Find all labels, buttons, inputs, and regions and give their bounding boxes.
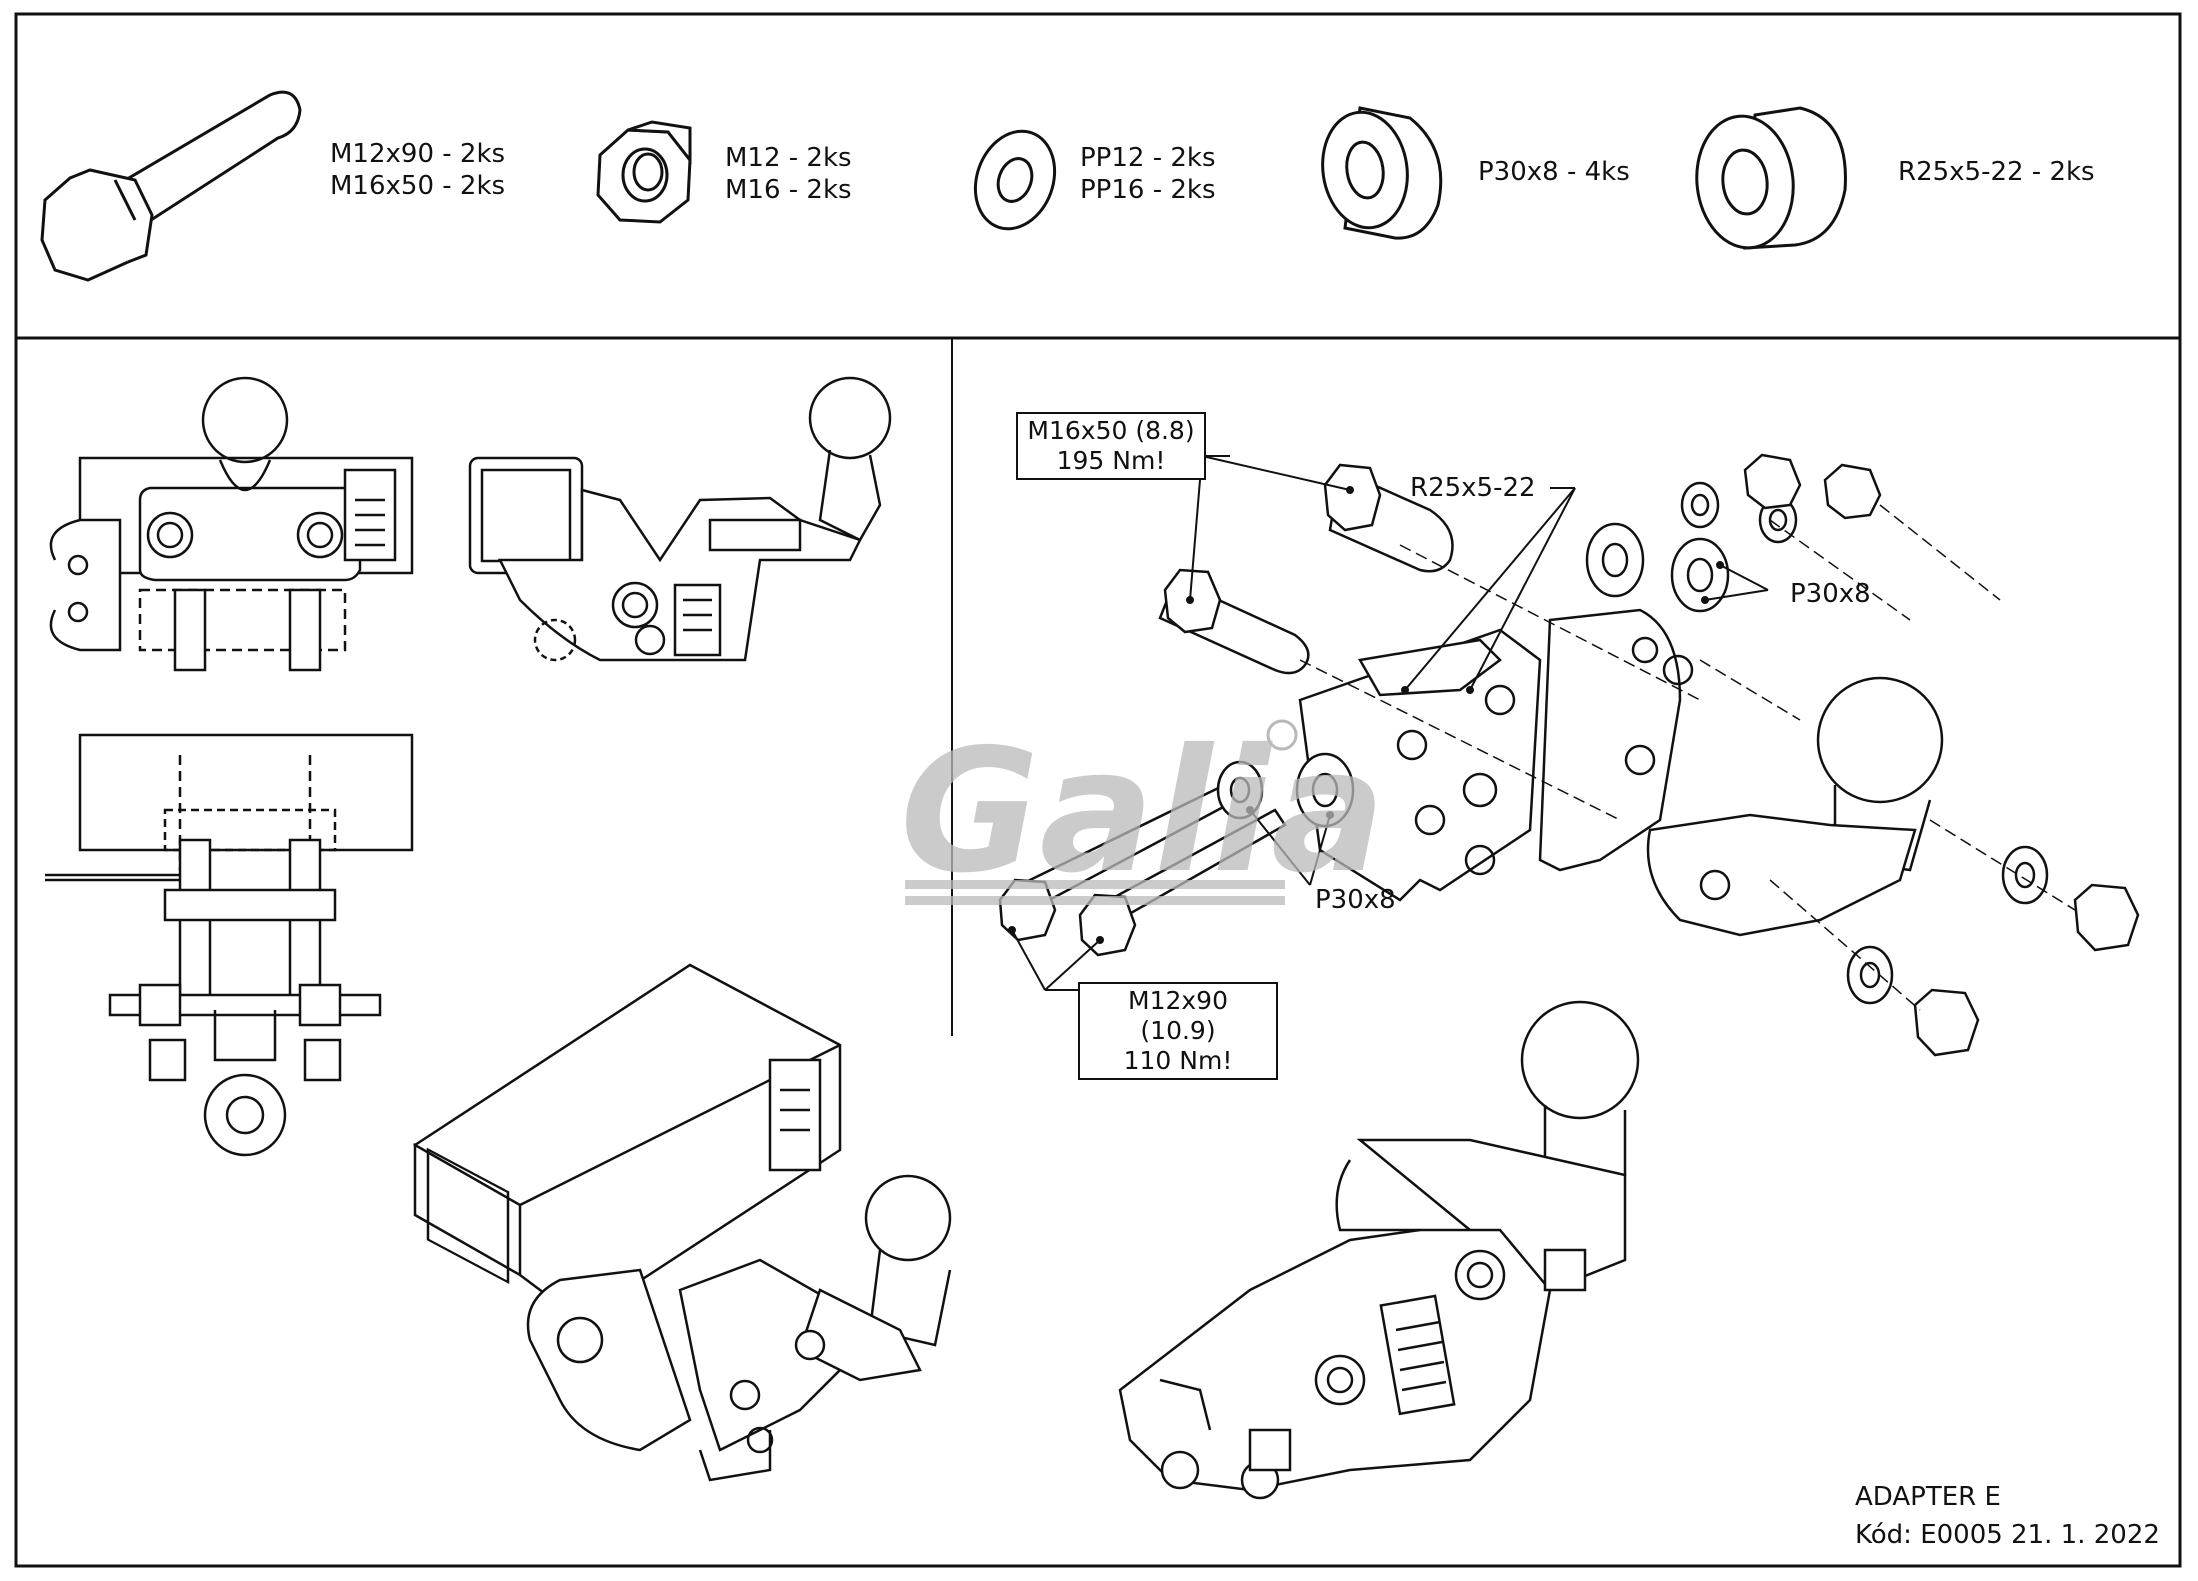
callout-washer-lower: P30x8	[1315, 885, 1396, 915]
rear-view-drawing	[45, 733, 414, 1157]
part-label-spacer: R25x5-22 - 2ks	[1898, 157, 2095, 187]
drawing-frame	[14, 12, 2182, 1568]
hex-nut-icon	[596, 120, 692, 224]
front-view-drawing	[49, 376, 414, 672]
isometric-assembly-left	[413, 963, 952, 1482]
isometric-assembly-right	[1118, 1000, 1640, 1500]
bolt-icon	[40, 90, 302, 282]
thick-washer-icon	[1321, 106, 1443, 240]
side-view-drawing	[468, 376, 892, 662]
callout-bolt-m12: M12x90 (10.9)110 Nm!	[1078, 982, 1278, 1080]
part-label-thick-washers: P30x8 - 4ks	[1478, 157, 1630, 187]
callout-spacer: R25x5-22	[1410, 473, 1536, 503]
callout-washer-upper: P30x8	[1790, 579, 1871, 609]
exploded-view-drawing	[998, 453, 2140, 1057]
callout-bolt-m16: M16x50 (8.8)195 Nm!	[1016, 412, 1206, 480]
spacer-sleeve-icon	[1695, 106, 1847, 250]
callout-leaders	[1008, 455, 1769, 991]
galia-watermark-logo: Galia	[900, 713, 1386, 911]
drawing-code: Kód: E0005 21. 1. 2022	[1855, 1520, 2160, 1550]
flat-washer-icon	[973, 129, 1057, 231]
drawing-title: ADAPTER E	[1855, 1482, 2001, 1512]
svg-text:Galia: Galia	[900, 713, 1386, 911]
